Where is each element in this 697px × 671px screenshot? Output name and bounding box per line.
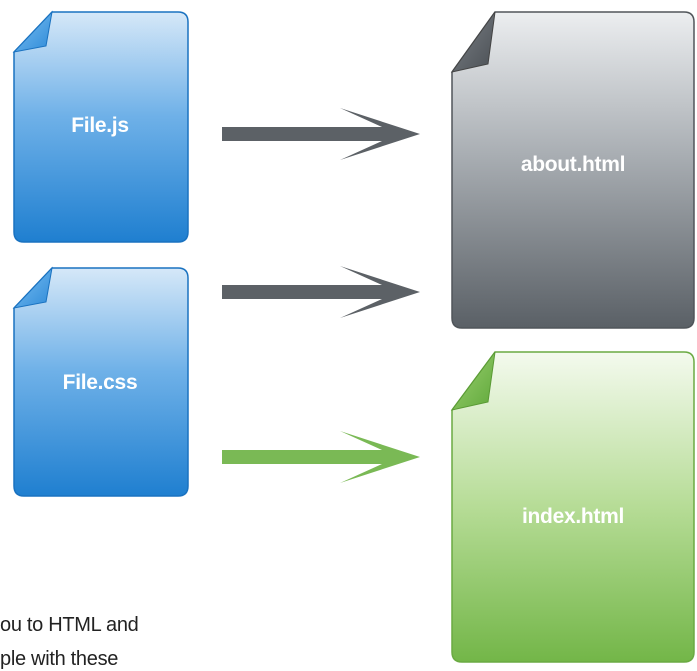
file-css-document [12, 266, 189, 497]
about-html-document [450, 11, 695, 329]
caption-line-2: ple with these [0, 648, 119, 670]
arrow-css-to-about [222, 266, 420, 318]
caption-line-1: ou to HTML and [0, 614, 139, 636]
file-js-label: File.js [71, 114, 129, 137]
file-js-document [12, 10, 189, 243]
index-html-label: index.html [521, 505, 625, 528]
file-css-label: File.css [62, 371, 138, 394]
arrow-css-to-index [222, 431, 420, 483]
about-html-label: about.html [520, 153, 626, 176]
index-html-document [450, 351, 695, 663]
arrow-js-to-about [222, 108, 420, 160]
